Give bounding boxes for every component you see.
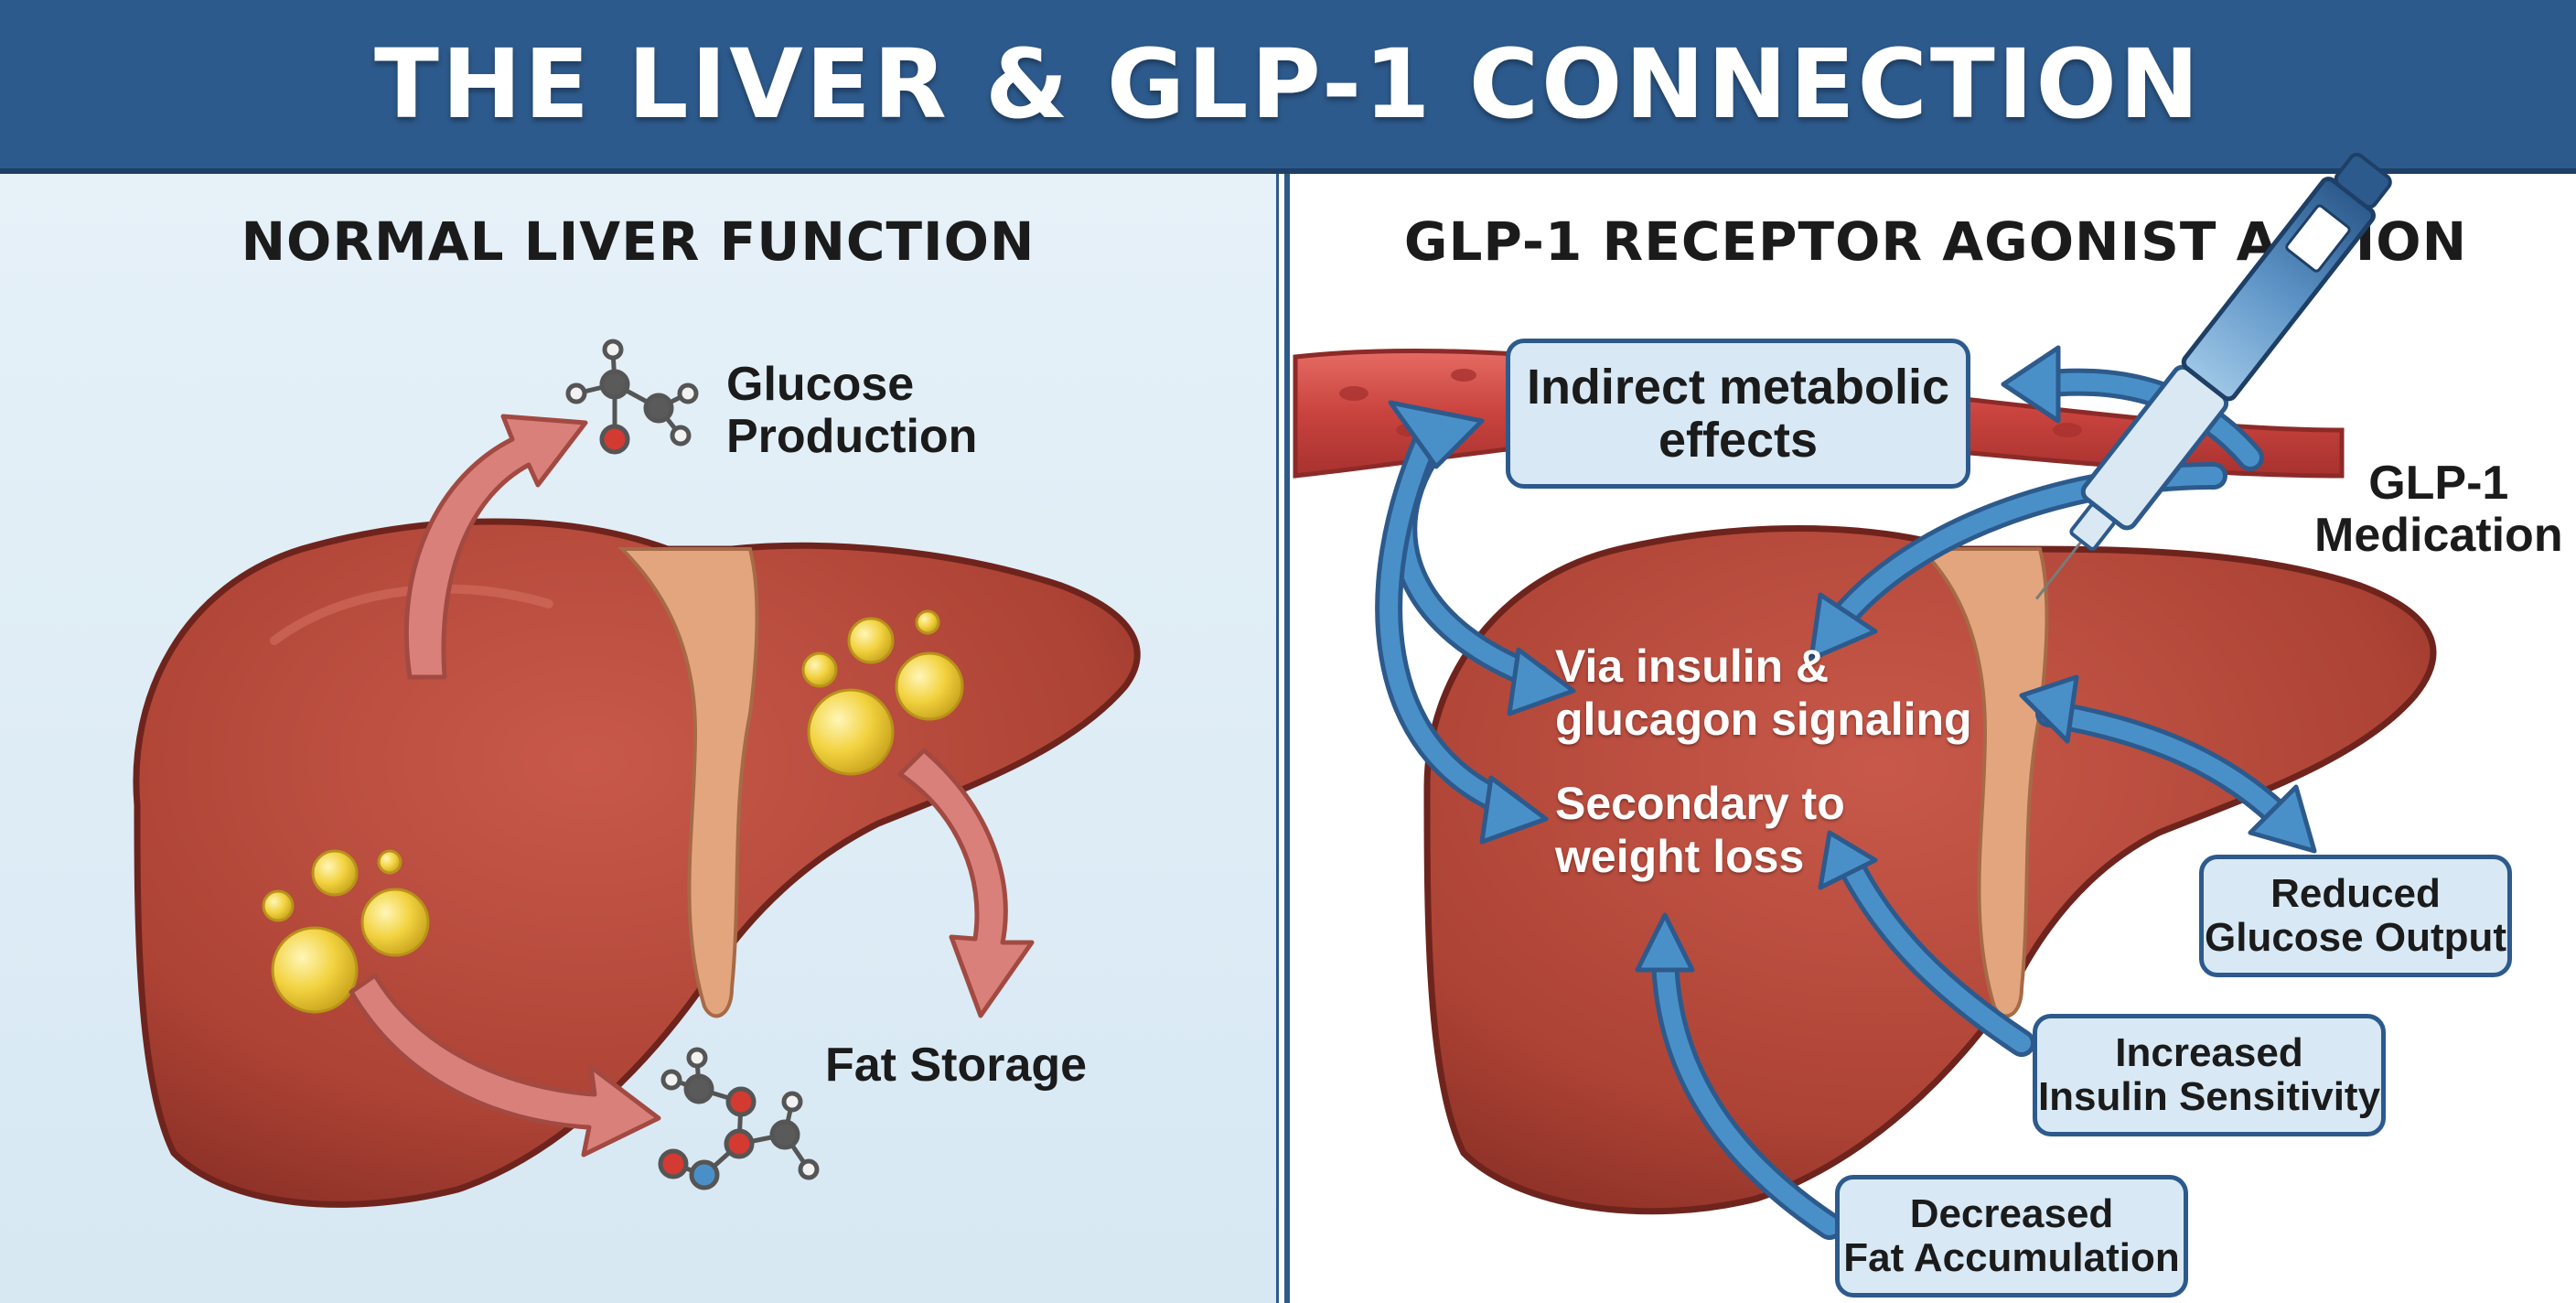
blue-arrowheads (1388, 345, 2317, 973)
fat-storage-arrow-icon (897, 748, 1035, 1018)
glp1-medication-label: GLP-1 Medication (2314, 457, 2563, 563)
page-title: THE LIVER & GLP-1 CONNECTION (374, 28, 2202, 140)
fat-storage-label: Fat Storage (825, 1039, 1088, 1092)
insulin-sensitivity-box: Increased Insulin Sensitivity (2033, 1014, 2386, 1136)
glucose-molecule-icon (565, 339, 699, 455)
signaling-text: Via insulin & glucagon signaling (1555, 641, 1972, 745)
fat-molecule-icon (658, 1047, 820, 1190)
panel-divider (1279, 174, 1295, 1303)
title-banner: THE LIVER & GLP-1 CONNECTION (0, 0, 2576, 174)
reduced-glucose-box: Reduced Glucose Output (2199, 855, 2512, 977)
normal-liver-heading: NORMAL LIVER FUNCTION (241, 210, 1036, 273)
glucose-production-label: Glucose Production (726, 358, 978, 464)
fat-droplets (262, 609, 964, 1014)
insulin-pen-icon (2034, 152, 2392, 600)
normal-liver-ligament (617, 547, 759, 1018)
fat-molecule-arrow-icon (349, 973, 661, 1158)
red-arrows (349, 414, 1035, 1158)
weight-loss-text: Secondary to weight loss (1555, 778, 1845, 882)
fat-accumulation-box: Decreased Fat Accumulation (1835, 1175, 2188, 1298)
indirect-effects-box: Indirect metabolic effects (1506, 339, 1970, 489)
glucose-arrow-icon (403, 414, 588, 680)
